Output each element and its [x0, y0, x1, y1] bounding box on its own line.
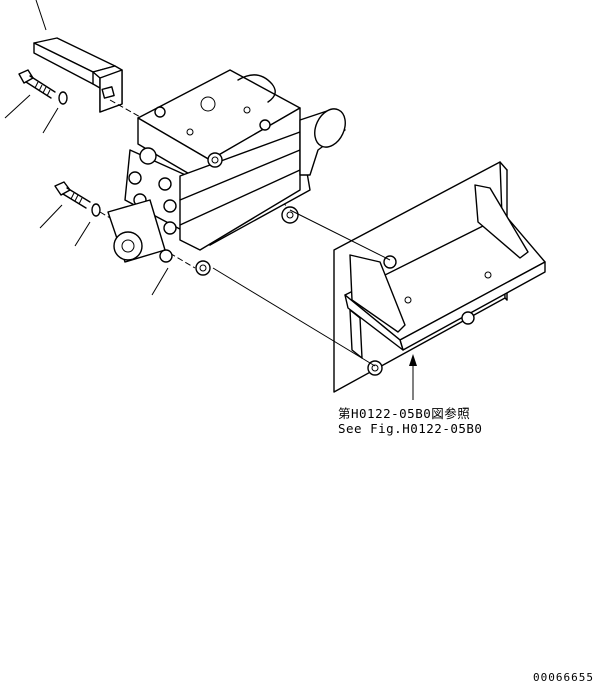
assembly-lines — [212, 209, 391, 367]
drawing-number: 00066655 — [533, 671, 594, 684]
reference-arrow — [409, 354, 417, 400]
reference-note-english: See Fig.H0122-05B0 — [338, 421, 483, 436]
reference-note-japanese: 第H0122-05B0図参照 — [338, 406, 471, 421]
leader-lines — [4, 0, 169, 296]
mounting-plate — [333, 161, 546, 393]
upper-bracket — [33, 37, 123, 113]
lower-bolt — [54, 181, 101, 217]
control-valve — [107, 69, 346, 276]
upper-bolt — [18, 69, 68, 105]
